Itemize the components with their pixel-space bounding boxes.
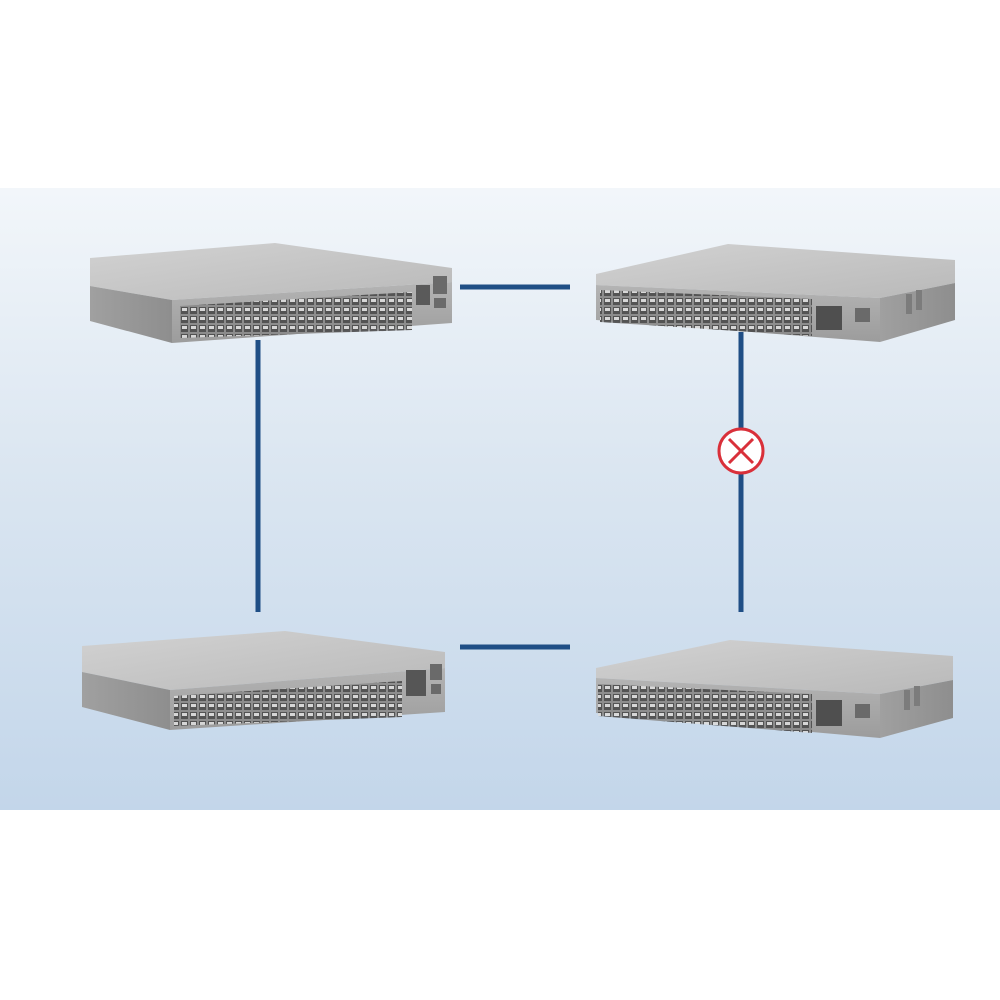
network-switch-icon	[596, 640, 953, 738]
network-switch-icon	[82, 631, 445, 730]
blocked-link-icon	[717, 427, 765, 475]
network-switch-icon	[596, 244, 955, 342]
links	[255, 284, 744, 650]
network-switch-icon	[90, 243, 452, 343]
